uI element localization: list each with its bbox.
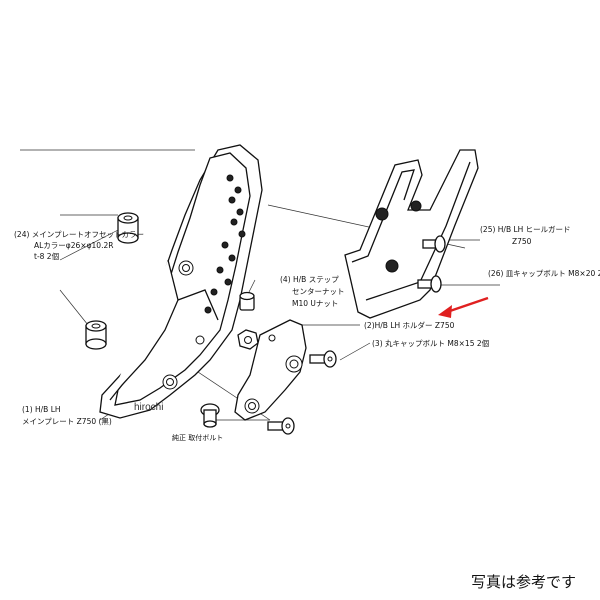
label-3-line1: (3) 丸キャップボルト M8×15 2個 [372, 338, 489, 348]
heel-guard [344, 149, 479, 319]
label-26-line1: (26) 皿キャップボルト M8×20 2個 [488, 268, 600, 278]
label-24-line3: t-8 2個 [34, 251, 59, 261]
flat-cap-bolt-2 [417, 275, 442, 293]
label-part-1: (1) H/B LH メインプレート Z750 (黒) [22, 405, 112, 426]
label-24-line2: ALカラーφ26×φ10.2R [34, 241, 113, 250]
button-cap-bolt-2 [267, 417, 295, 435]
center-nut [237, 329, 259, 350]
label-25-line2: Z750 [512, 237, 532, 246]
watermark-text: hirochi [134, 402, 163, 413]
label-part-25: (25) H/B LH ヒールガード Z750 [480, 224, 570, 246]
label-part-24: (24) メインプレートオフセットカラー ALカラーφ26×φ10.2R t-8… [14, 230, 144, 261]
button-cap-bolt-1 [309, 350, 337, 368]
label-4-line3: M10 Uナット [292, 299, 338, 308]
label-genuine-bolt: 純正 取付ボルト [172, 433, 223, 442]
label-genuine-line1: 純正 取付ボルト [172, 433, 223, 442]
label-1-line1: (1) H/B LH [22, 405, 61, 414]
label-1-line2: メインプレート Z750 (黒) [22, 417, 112, 426]
label-part-2: (2)H/B LH ホルダー Z750 [364, 320, 455, 330]
reference-photo-note: 写真は参考です [471, 573, 577, 591]
label-part-3: (3) 丸キャップボルト M8×15 2個 [372, 338, 489, 348]
label-part-4: (4) H/B ステップ センターナット M10 Uナット [280, 275, 345, 308]
label-25-line1: (25) H/B LH ヒールガード [480, 224, 570, 234]
main-plate [99, 144, 263, 419]
label-part-26: (26) 皿キャップボルト M8×20 2個 [488, 268, 600, 278]
label-4-line2: センターナット [292, 287, 345, 296]
flat-cap-bolt-1 [422, 235, 446, 253]
holder [234, 319, 307, 421]
label-2-line1: (2)H/B LH ホルダー Z750 [364, 320, 455, 330]
step-bolt [239, 291, 255, 311]
red-pointer-arrow [438, 296, 489, 318]
offset-collar-upper [117, 212, 139, 244]
label-24-line1: (24) メインプレートオフセットカラー [14, 230, 144, 239]
offset-collar-lower [85, 320, 107, 350]
label-4-line1: (4) H/B ステップ [280, 275, 339, 284]
main-plate-holes [162, 174, 246, 390]
genuine-mounting-bolt [200, 403, 220, 428]
